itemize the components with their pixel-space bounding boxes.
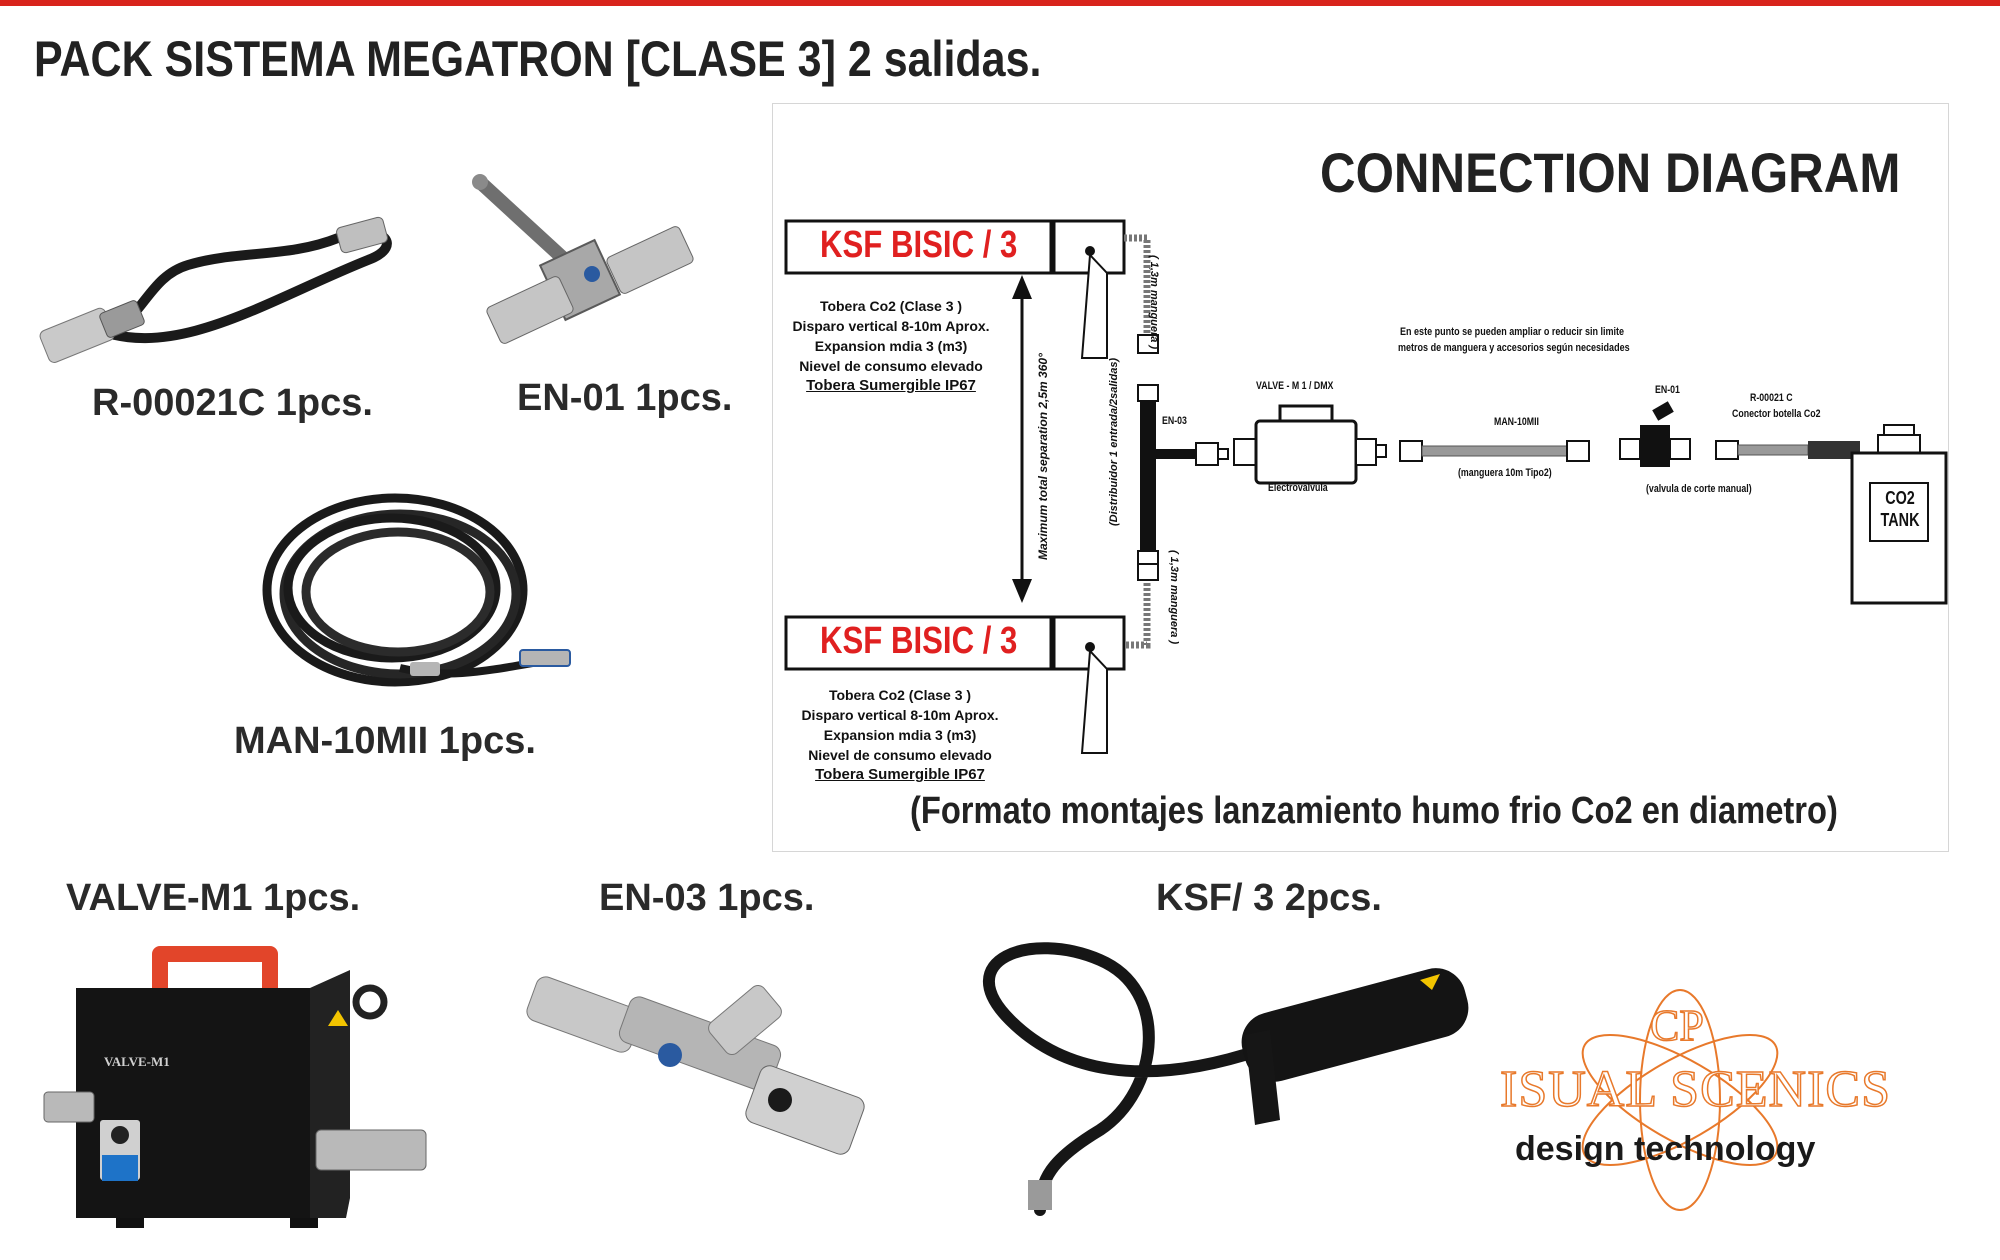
- r-diagram-label: R-00021 C: [1750, 392, 1793, 404]
- valvem1-label: VALVE-M1 1pcs.: [66, 877, 361, 919]
- ksf-label-bottom: KSF BISIC / 3: [820, 620, 1018, 662]
- spec-top: Tobera Co2 (Clase 3 ) Disparo vertical 8…: [792, 298, 990, 394]
- valve-diagram-label: VALVE - M 1 / DMX: [1256, 380, 1334, 392]
- en03-image: [526, 976, 865, 1155]
- logo-cp: CP: [1649, 1000, 1704, 1051]
- hose-bottom-label: ( 1,3m manguera ): [1168, 550, 1180, 645]
- note-line1: En este punto se pueden ampliar o reduci…: [1400, 326, 1625, 338]
- valve-diagram-sub: Electrovalvula: [1268, 482, 1328, 494]
- r-diagram-sub: Conector botella Co2: [1732, 408, 1821, 420]
- ksf-label-top: KSF BISIC / 3: [820, 224, 1018, 266]
- logo-name: ISUAL SCENICS: [1499, 1060, 1892, 1119]
- diagram-drawing: [784, 219, 1948, 754]
- en03-diagram-label: EN-03: [1162, 415, 1187, 427]
- connection-diagram-panel: [772, 103, 1949, 852]
- en03-label: EN-03 1pcs.: [599, 877, 815, 919]
- r00021c-image: [39, 216, 392, 363]
- man10mii-label: MAN-10MII 1pcs.: [234, 720, 536, 762]
- spec-bottom: Tobera Co2 (Clase 3 ) Disparo vertical 8…: [801, 687, 999, 783]
- ksf3-label: KSF/ 3 2pcs.: [1156, 877, 1382, 919]
- co2-tank-label: CO2 TANK: [1880, 488, 1920, 530]
- atom-logo-icon: [1581, 989, 1779, 1211]
- en01-diagram-sub: (valvula de corte manual): [1646, 483, 1752, 495]
- note-line2: metros de manguera y accesorios según ne…: [1398, 342, 1630, 354]
- man-diagram-label: MAN-10MII: [1494, 416, 1539, 428]
- en01-image: [472, 174, 694, 344]
- ksf3-image: [982, 942, 1469, 1216]
- valvem1-image: [43, 946, 427, 1228]
- page-title: PACK SISTEMA MEGATRON [CLASE 3] 2 salida…: [34, 31, 1042, 87]
- man-diagram-sub: (manguera 10m Tipo2): [1458, 467, 1552, 479]
- top-accent-bar: [0, 0, 2000, 6]
- diagram-caption: (Formato montajes lanzamiento humo frio …: [910, 790, 1838, 832]
- hose-top-label: ( 1,3m manguera ): [1148, 255, 1160, 350]
- valvem1-panel-text: VALVE-M1: [104, 1054, 170, 1069]
- en01-diagram-label: EN-01: [1655, 384, 1680, 396]
- en01-label: EN-01 1pcs.: [517, 377, 733, 419]
- man10mii-image: [262, 493, 571, 687]
- separation-label: Maximum total separation 2,5m 360°: [1036, 353, 1050, 560]
- diagram-title: CONNECTION DIAGRAM: [1320, 141, 1901, 204]
- logo-tagline: design technology: [1515, 1130, 1816, 1168]
- r00021c-label: R-00021C 1pcs.: [92, 382, 373, 424]
- distributor-label: (Distribuidor 1 entrada/2salidas): [1108, 357, 1120, 526]
